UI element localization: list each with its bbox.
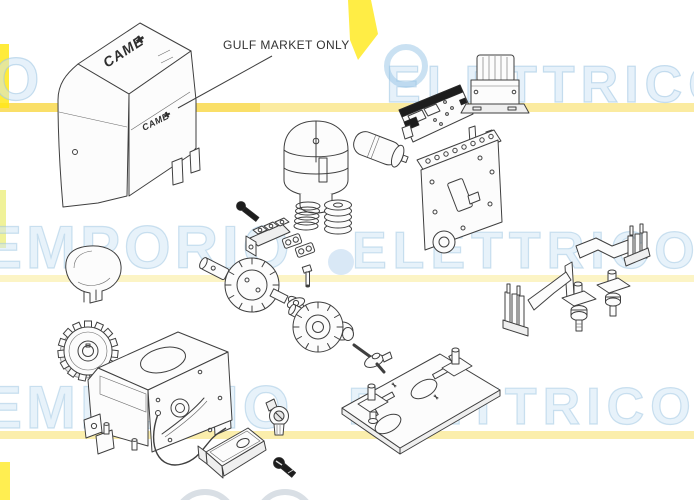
watermark-fragment [0,190,6,248]
watermark-partial-letter [180,489,230,500]
capacitor [353,131,409,168]
motor [283,120,349,214]
base-plate-bolt [357,383,389,424]
watermark-word: ELETTRICO [386,56,694,114]
lock-cylinder [265,398,289,436]
motor-spring [293,201,321,231]
watermark-dot [328,249,354,275]
spur-gear [57,320,119,382]
stake-pin [352,343,393,374]
transformer [460,54,530,114]
board-edge-connector [398,84,464,118]
fixing-screw [273,457,297,478]
watermark-stripe [0,431,694,439]
cable-clips [281,233,316,258]
watermark-logo-mark [348,0,378,60]
limit-bracket-left [502,261,575,337]
watermark-word: ELETTRICO [352,222,694,280]
watermark-fragment [0,44,9,108]
small-pin [301,264,313,288]
gulf-market-callout: GULF MARKET ONLY [177,38,350,109]
anchor-bolt-a [561,281,597,332]
gearbox-housing [83,331,233,466]
release-door [197,427,267,479]
anchor-bolt-b [596,269,631,317]
watermark-stripe [0,275,694,282]
watermark-stripe [0,103,694,112]
transformer-base [460,103,530,114]
release-cable [153,413,227,466]
base-plate-bolt [441,347,473,377]
motor-cover: CAME CAME [57,22,201,208]
terminal-block [236,201,291,257]
washer-stack [324,199,352,235]
end-cap [65,245,122,304]
base-plate [341,347,501,455]
pinion-gear [288,301,354,353]
leader-line [177,55,273,109]
clutch-shaft [199,257,306,313]
cover-foot [189,147,201,174]
control-board [398,84,474,143]
limit-bracket-right [575,223,651,267]
plate-boss [432,230,456,254]
gulf-market-label: GULF MARKET ONLY [223,38,350,52]
capacitor-terminal [400,154,409,164]
watermark-logo-ring [384,44,428,88]
mounting-plate [416,125,503,254]
cover-foot [171,157,184,186]
watermark-fragment [0,462,10,500]
watermark-word: EMPORIO [0,46,43,113]
watermark-partial-letter [261,489,309,500]
